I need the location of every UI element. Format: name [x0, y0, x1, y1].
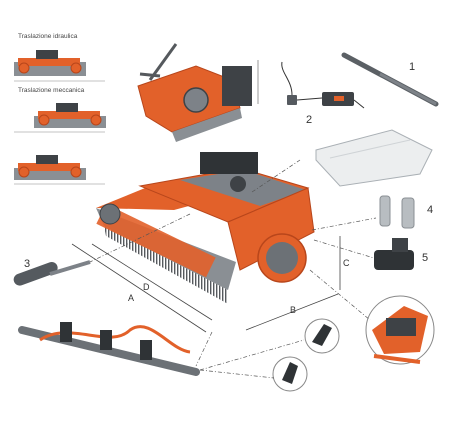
callout-3: 3	[24, 258, 31, 270]
hydraulic-cylinder-icon-3	[13, 260, 91, 286]
caption-mechanical-shift: Traslazione meccanica	[18, 87, 85, 94]
detail-circle	[365, 295, 435, 365]
callout-4: 4	[427, 204, 434, 216]
caption-hydraulic-shift: Traslazione idraulica	[18, 33, 78, 40]
support-bracket-icon-2	[272, 356, 308, 392]
mulcher-machine-icon	[96, 152, 315, 304]
callout-5: 5	[422, 252, 429, 264]
thumb-mechanical-shift-2	[14, 155, 105, 185]
dimension-d: D	[143, 282, 150, 292]
thumb-hydraulic-shift	[14, 50, 105, 82]
dimension-lines	[71, 236, 341, 333]
hydraulic-coupler-icon	[379, 195, 415, 229]
dimension-b: B	[290, 305, 297, 315]
skid-steer-plate-icon	[315, 129, 433, 187]
callout-1: 1	[409, 61, 416, 73]
dimension-a: A	[128, 293, 135, 303]
rotor-shaft-icon	[18, 322, 200, 376]
control-unit-icon	[281, 61, 365, 109]
thumb-mechanical-shift-1	[14, 103, 106, 133]
hydraulic-motor-icon	[374, 238, 414, 270]
support-bracket-icon-1	[304, 318, 340, 354]
hydraulic-cylinder-icon-1	[341, 52, 439, 107]
dimension-c: C	[343, 258, 350, 268]
leader-lines	[89, 159, 377, 379]
callout-2: 2	[306, 114, 313, 126]
offset-arm-icon	[137, 43, 259, 142]
